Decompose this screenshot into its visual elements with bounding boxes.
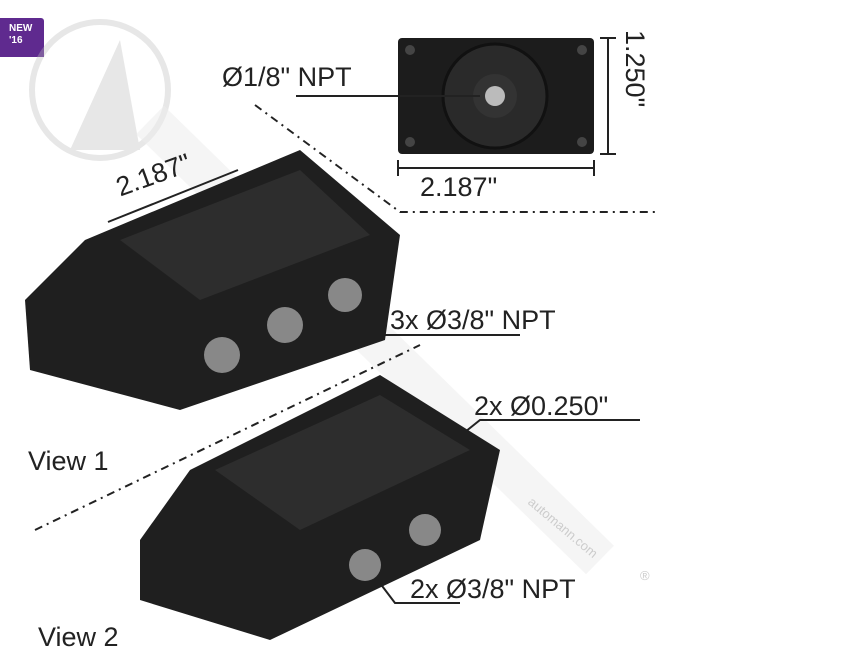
top-width-label: 2.187" (420, 172, 498, 202)
badge-line1: NEW (9, 23, 33, 34)
view2-label: View 2 (38, 622, 119, 652)
watermark-registered: ® (640, 568, 650, 583)
view2-ports-label: 2x Ø3/8" NPT (410, 574, 576, 604)
top-view-part (398, 38, 594, 154)
view1-ports-label: 3x Ø3/8" NPT (390, 305, 556, 335)
badge-line2: '16 (9, 35, 23, 46)
top-height-label: 1.250" (620, 30, 650, 108)
view1-label: View 1 (28, 446, 109, 476)
view2-holes-label: 2x Ø0.250" (474, 391, 609, 421)
view2-part (140, 375, 500, 640)
top-port-label: Ø1/8" NPT (222, 62, 352, 92)
new-badge: NEW '16 (0, 18, 44, 57)
view1-part (25, 150, 400, 410)
dimension-lines (34, 37, 655, 604)
